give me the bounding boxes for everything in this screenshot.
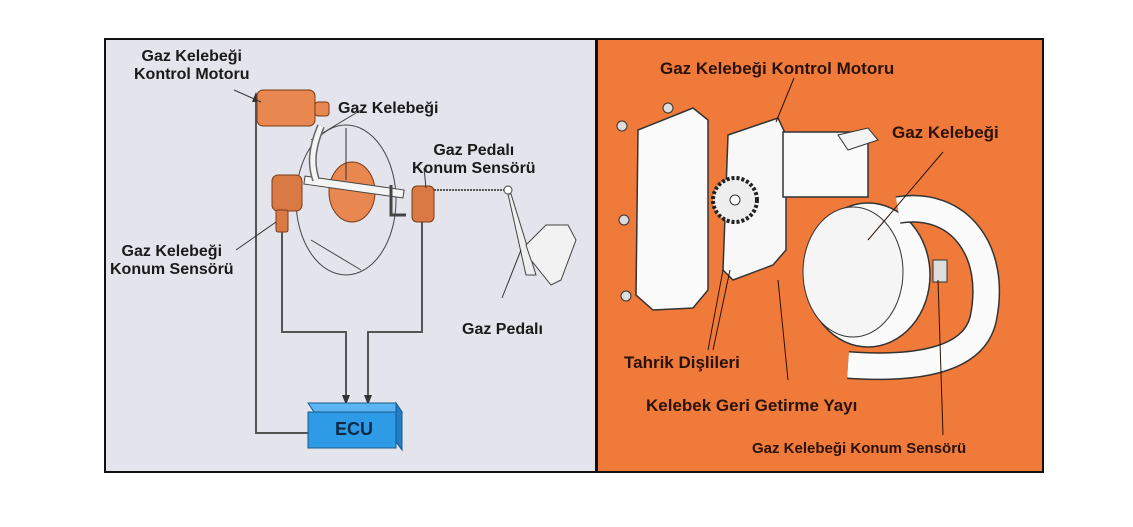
label-line: Kontrol Motoru: [134, 66, 250, 83]
gear-cover: [635, 107, 709, 311]
label-position-sensor: Gaz Kelebeği Konum Sensörü: [752, 440, 967, 457]
label-throttle-position-sensor: Gaz Kelebeği Konum Sensörü: [110, 243, 234, 279]
accelerator-pedal: [507, 193, 537, 276]
wire-tps-to-ecu: [281, 215, 347, 397]
pedal-position-sensor: [411, 185, 435, 223]
label-throttle: Gaz Kelebeği: [338, 100, 439, 117]
sensor-bracket: [389, 185, 406, 217]
label-line: Gaz Pedalı: [433, 142, 515, 159]
exploded-drawing: [616, 77, 1001, 436]
throttle-shaft: [303, 175, 405, 199]
control-motor: [256, 89, 330, 127]
schematic-drawing: [233, 89, 577, 452]
label-line: Gaz Kelebeği: [121, 243, 223, 260]
label-return-spring: Kelebek Geri Getirme Yayı: [646, 396, 858, 415]
screws: [616, 102, 674, 302]
ecu-box: [307, 401, 403, 452]
position-sensor: [932, 259, 948, 283]
label-drive-gears: Tahrik Dişlileri: [624, 353, 740, 372]
label-accelerator-pedal: Gaz Pedalı: [462, 321, 543, 338]
label-line: Konum Sensörü: [412, 160, 536, 177]
wire-ecu-to-motor: [255, 100, 308, 434]
arrow-head: [342, 395, 350, 405]
label-control-motor: Gaz Kelebeği Kontrol Motoru: [660, 59, 895, 78]
label-control-motor: Gaz Kelebeği Kontrol Motoru: [134, 48, 250, 84]
label-pedal-position-sensor: Gaz Pedalı Konum Sensörü: [412, 142, 536, 178]
shoe: [525, 224, 577, 286]
wire-apps-to-ecu: [367, 218, 423, 397]
label-ecu: ECU: [335, 419, 374, 439]
label-line: Konum Sensörü: [110, 261, 234, 278]
arrow-head: [364, 395, 372, 405]
electronic-throttle-schematic: Gaz Kelebeği Kontrol Motoru Gaz Kelebeği…: [104, 38, 597, 473]
label-line: Gaz Kelebeği: [141, 48, 242, 65]
throttle-body-exploded-view: Gaz Kelebeği Kontrol Motoru Gaz Kelebeği…: [596, 38, 1044, 473]
label-throttle: Gaz Kelebeği: [892, 123, 999, 142]
throttle-position-sensor: [271, 174, 303, 233]
